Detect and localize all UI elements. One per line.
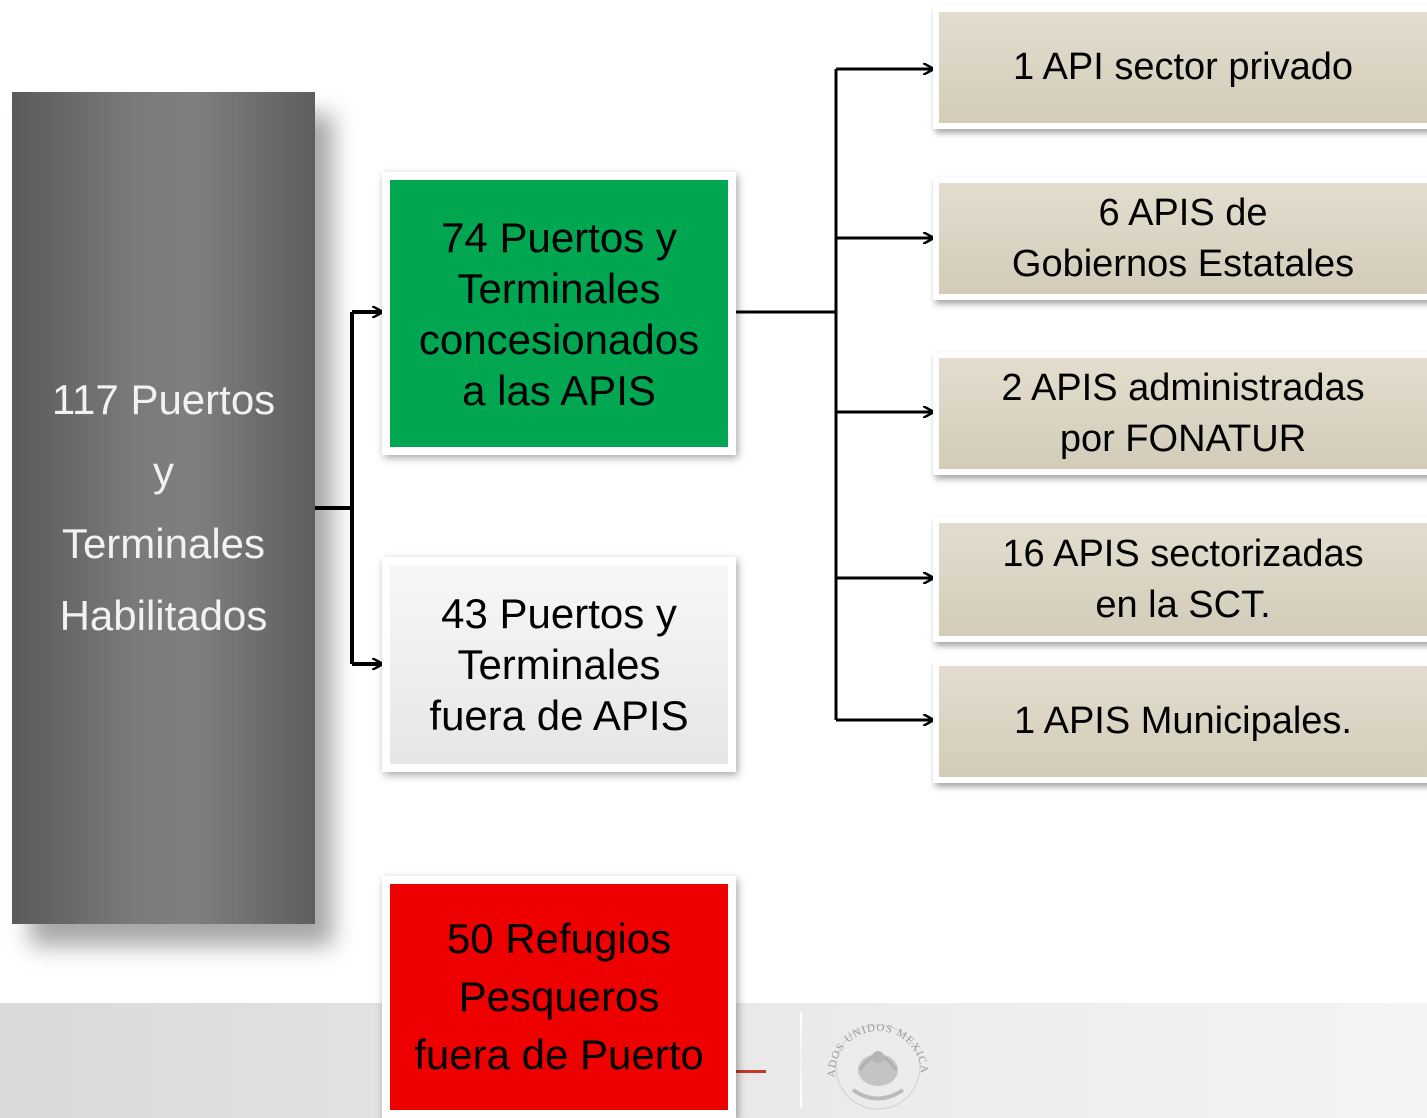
concessioned-ports-box: 74 Puertos y Terminales concesionados a … [382,172,736,455]
api-municipal-box: 1 APIS Municipales. [933,660,1427,783]
api-private-sector-label: 1 API sector privado [1012,46,1354,88]
api-private-sector-box: 1 API sector privado [933,6,1427,129]
non-apis-ports-label: 43 Puertos y Terminales fuera de APIS [429,590,689,739]
api-sct-label: 16 APIS sectorizadas en la SCT. [1002,532,1364,626]
fishing-refuges-label: 50 Refugios Pesqueros fuera de Puerto [414,915,704,1078]
api-municipal-label: 1 APIS Municipales. [1014,700,1352,742]
root-ports-label: 117 Puertos y Terminales Habilitados [51,376,276,639]
root-ports-box: 117 Puertos y Terminales Habilitados [12,92,315,924]
concessioned-ports-label: 74 Puertos y Terminales concesionados a … [418,213,700,414]
api-fonatur-box: 2 APIS administradas por FONATUR [933,352,1427,475]
api-sct-box: 16 APIS sectorizadas en la SCT. [933,517,1427,642]
api-state-governments-box: 6 APIS de Gobiernos Estatales [933,177,1427,300]
api-state-governments-label: 6 APIS de Gobiernos Estatales [1011,191,1355,285]
national-seal-icon: ESTADOS UNIDOS MEXICANOS [815,1012,929,1110]
footer-divider [800,1012,802,1108]
footer-accent-line [730,1070,766,1073]
api-fonatur-label: 2 APIS administradas por FONATUR [1001,366,1365,460]
non-apis-ports-box: 43 Puertos y Terminales fuera de APIS [382,557,736,772]
fishing-refuges-box: 50 Refugios Pesqueros fuera de Puerto [382,876,736,1118]
